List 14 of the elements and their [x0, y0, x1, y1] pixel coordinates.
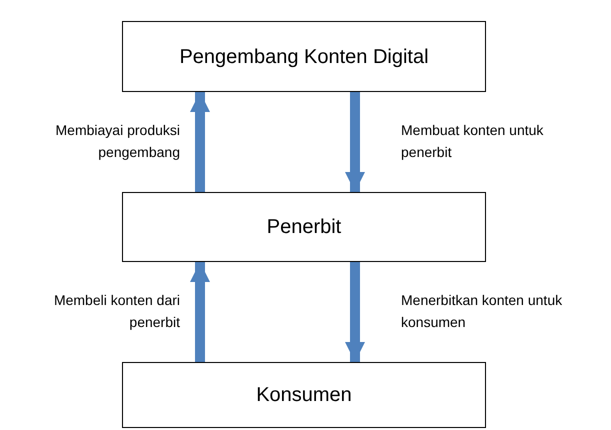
- edge-label: Membeli konten dari penerbit: [52, 291, 180, 332]
- edge-label: Membuat konten untuk penerbit: [401, 121, 544, 162]
- process-box: [122, 362, 486, 428]
- box-text: Pengembang Konten Digital: [179, 44, 429, 70]
- block-arrow: [345, 262, 365, 362]
- block-arrow: [190, 262, 210, 362]
- process-box: [122, 192, 486, 262]
- block-arrow: [345, 92, 365, 192]
- box-text: Penerbit: [266, 215, 342, 240]
- edge-label: Menerbitkan konten untuk konsumen: [401, 291, 564, 332]
- block-arrow: [190, 92, 210, 192]
- box-text: Konsumen: [256, 383, 352, 408]
- process-box: [122, 21, 486, 92]
- edge-label: Membiayai produksi pengembang: [54, 121, 180, 162]
